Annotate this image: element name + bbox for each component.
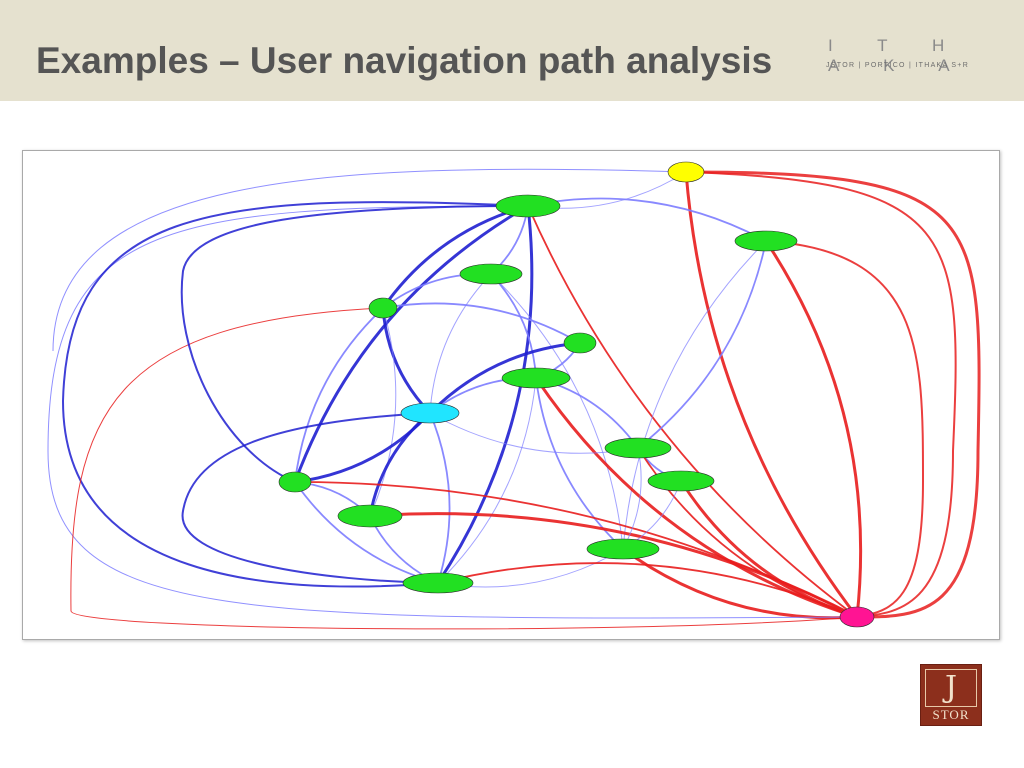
edge-hub-n7 [294,411,432,484]
jstor-logo: J STOR [920,664,982,726]
edge-n12-end [437,562,858,618]
node-n1 [495,194,561,218]
node-n10 [647,470,715,492]
edge-n1-n12 [436,205,534,584]
edge-n2-end [764,240,863,618]
header-band: Examples – User navigation path analysis… [0,0,1024,101]
ithaka-wordmark: I T H A K A [828,36,970,75]
node-n3 [459,263,523,285]
edge-loop-5 [765,240,925,618]
node-n9 [604,437,672,459]
node-n5 [563,332,597,354]
node-end [839,606,875,628]
node-n11 [586,538,660,560]
edge-n6-end [534,377,858,619]
edge-start-end [684,171,859,618]
node-n2 [734,230,798,252]
edge-n4-n5 [382,302,581,344]
edge-loop-1 [47,205,858,619]
node-n4 [368,297,398,319]
edge-n2-n11 [622,240,767,550]
node-n6 [501,367,571,389]
edge-n4-hub [381,307,432,415]
edge-hub-n8 [368,411,431,517]
edge-loop-2 [61,201,529,588]
navigation-graph [47,161,981,630]
edge-loop-4 [685,171,957,618]
edge-loop-7 [52,168,687,352]
edge-n2-n9 [637,240,767,449]
edge-loop-9 [181,412,439,584]
edge-n1-n2 [527,197,767,242]
edge-n11-end [622,547,858,620]
edge-n1-end [527,205,858,618]
node-n12 [402,572,474,594]
node-n7 [278,471,312,493]
jstor-logo-mark: J [944,670,958,705]
node-hub [400,402,460,424]
edge-n7-end [294,481,858,618]
edge-n6-n11 [535,377,624,550]
node-n8 [337,504,403,528]
edge-n5-hub [428,341,581,415]
jstor-logo-wordmark: STOR [932,707,970,722]
node-start [667,161,705,183]
edge-n4-n7 [294,307,384,483]
edge-loop-6 [70,307,858,630]
edge-n3-hub [429,273,492,414]
edge-n8-end [369,512,858,619]
ithaka-tagline: JSTOR | PORTICO | ITHAKA S+R [826,62,970,69]
node-layer [278,161,875,628]
edge-n6-n12 [437,377,537,584]
edge-layer [47,168,981,630]
edge-n4-n8 [369,307,397,517]
edge-hub-n12 [429,412,451,584]
edge-n6-n9 [535,377,639,449]
edge-loop-3 [685,170,981,619]
edge-n7-n12 [294,481,439,584]
edge-loop-8 [180,205,529,483]
edge-n3-n11 [490,273,624,550]
slide-title: Examples – User navigation path analysis [36,40,773,81]
jstor-logo-emblem: J [925,669,977,707]
navigation-path-diagram [22,150,1000,640]
